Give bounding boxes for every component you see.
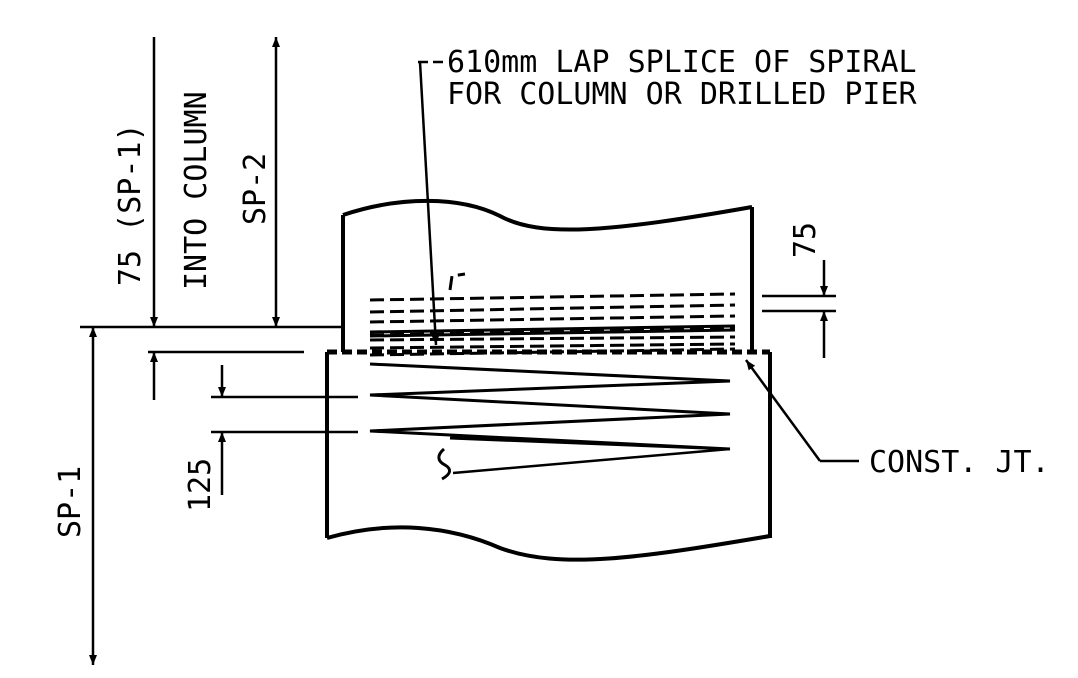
sp2-label: SP-2: [238, 153, 273, 225]
const-jt-label: CONST. JT.: [869, 445, 1050, 480]
splice-note-line1: 610mm LAP SPLICE OF SPIRAL: [447, 45, 917, 80]
top-75-label: 75: [788, 222, 823, 258]
pitch-leaders: [452, 447, 731, 475]
extension-lines: [80, 294, 836, 434]
into-column-note-line1: 75 (SP-1): [113, 123, 148, 286]
splice-note-line2: FOR COLUMN OR DRILLED PIER: [447, 77, 918, 112]
lower-column-outline: [325, 352, 772, 562]
sp1-label: SP-1: [53, 466, 88, 538]
spiral-squiggle-mark: [437, 447, 451, 481]
into-column-note-line2: INTO COLUMN: [179, 91, 214, 290]
upper-column-outline: [341, 198, 754, 352]
pitch-125-label: 125: [183, 458, 218, 512]
spiral-sp2-dashed: [369, 272, 736, 357]
const-jt-leader: [744, 359, 859, 463]
splice-leader: [418, 60, 445, 346]
